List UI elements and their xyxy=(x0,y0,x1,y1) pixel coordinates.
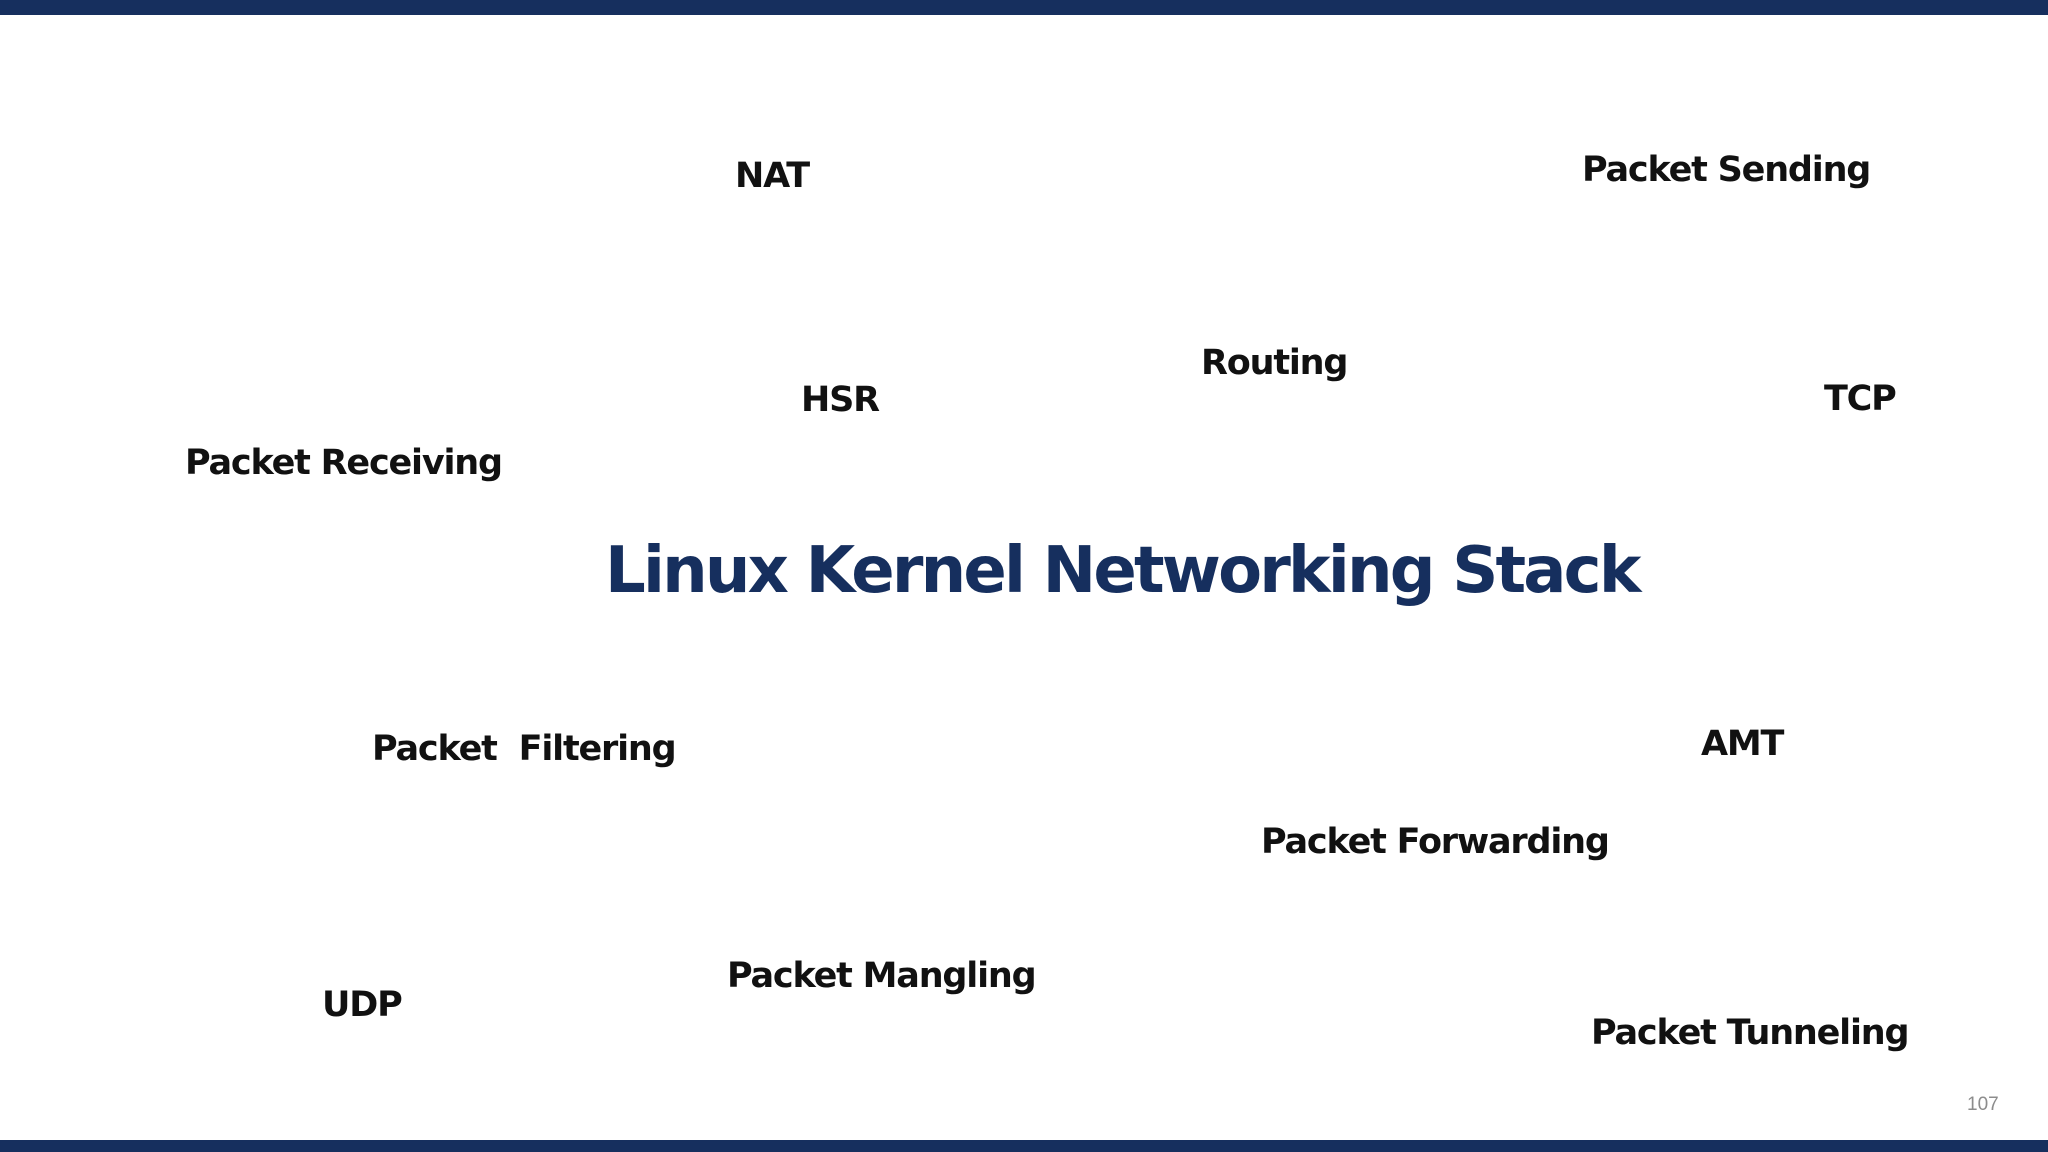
term-packet-forwarding: Packet Forwarding xyxy=(1261,822,1610,862)
term-packet-tunneling: Packet Tunneling xyxy=(1591,1013,1910,1053)
term-amt: AMT xyxy=(1701,724,1784,764)
top-accent-bar xyxy=(0,0,2048,15)
term-hsr: HSR xyxy=(801,380,880,420)
page-number: 107 xyxy=(1967,1094,1999,1115)
term-packet-mangling: Packet Mangling xyxy=(727,956,1037,996)
term-packet-receiving: Packet Receiving xyxy=(185,443,503,483)
term-packet-sending: Packet Sending xyxy=(1582,150,1871,190)
bottom-accent-bar xyxy=(0,1140,2048,1152)
term-nat: NAT xyxy=(735,156,810,196)
term-packet-filtering: Packet Filtering xyxy=(372,729,677,769)
term-routing: Routing xyxy=(1201,343,1348,383)
slide-title: Linux Kernel Networking Stack xyxy=(605,534,1641,608)
term-tcp: TCP xyxy=(1824,379,1897,419)
term-udp: UDP xyxy=(322,985,403,1025)
